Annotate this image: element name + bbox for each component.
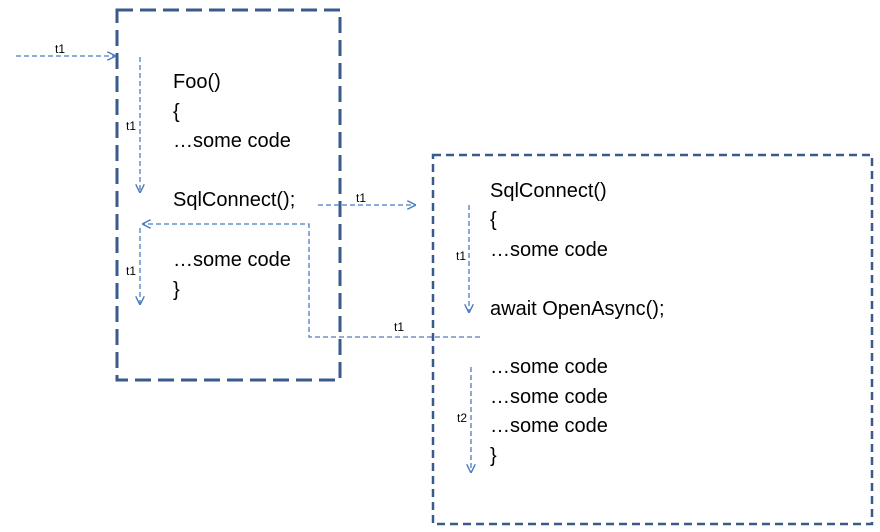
return-thread-label: t1 (394, 320, 405, 334)
sqlconnect-close-brace: } (490, 445, 497, 467)
sql-down-thread-label: t1 (456, 249, 467, 263)
sqlconnect-open-brace: { (490, 209, 497, 231)
foo-down-thread-label: t1 (126, 119, 137, 133)
foo-resume-thread-label: t1 (126, 264, 137, 278)
foo-close-brace: } (173, 279, 180, 301)
foo-signature: Foo() (173, 71, 221, 93)
continuation-thread-label: t2 (457, 411, 468, 425)
sqlconnect-signature: SqlConnect() (490, 180, 607, 202)
sqlconnect-box (431, 153, 874, 526)
sqlconnect-code-line: …some code (490, 239, 608, 261)
call-thread-label: t1 (356, 191, 367, 205)
foo-code-line: …some code (173, 249, 291, 271)
sqlconnect-code-line: …some code (490, 356, 608, 378)
await-openasync-line: await OpenAsync(); (490, 298, 665, 320)
foo-open-brace: { (173, 101, 180, 123)
entry-thread-label: t1 (55, 42, 66, 56)
return-arrow (143, 224, 480, 338)
foo-box (115, 8, 342, 382)
sqlconnect-code-line: …some code (490, 415, 608, 437)
foo-code-line: …some code (173, 130, 291, 152)
sqlconnect-code-line: …some code (490, 386, 608, 408)
foo-sqlconnect-call: SqlConnect(); (173, 189, 296, 211)
